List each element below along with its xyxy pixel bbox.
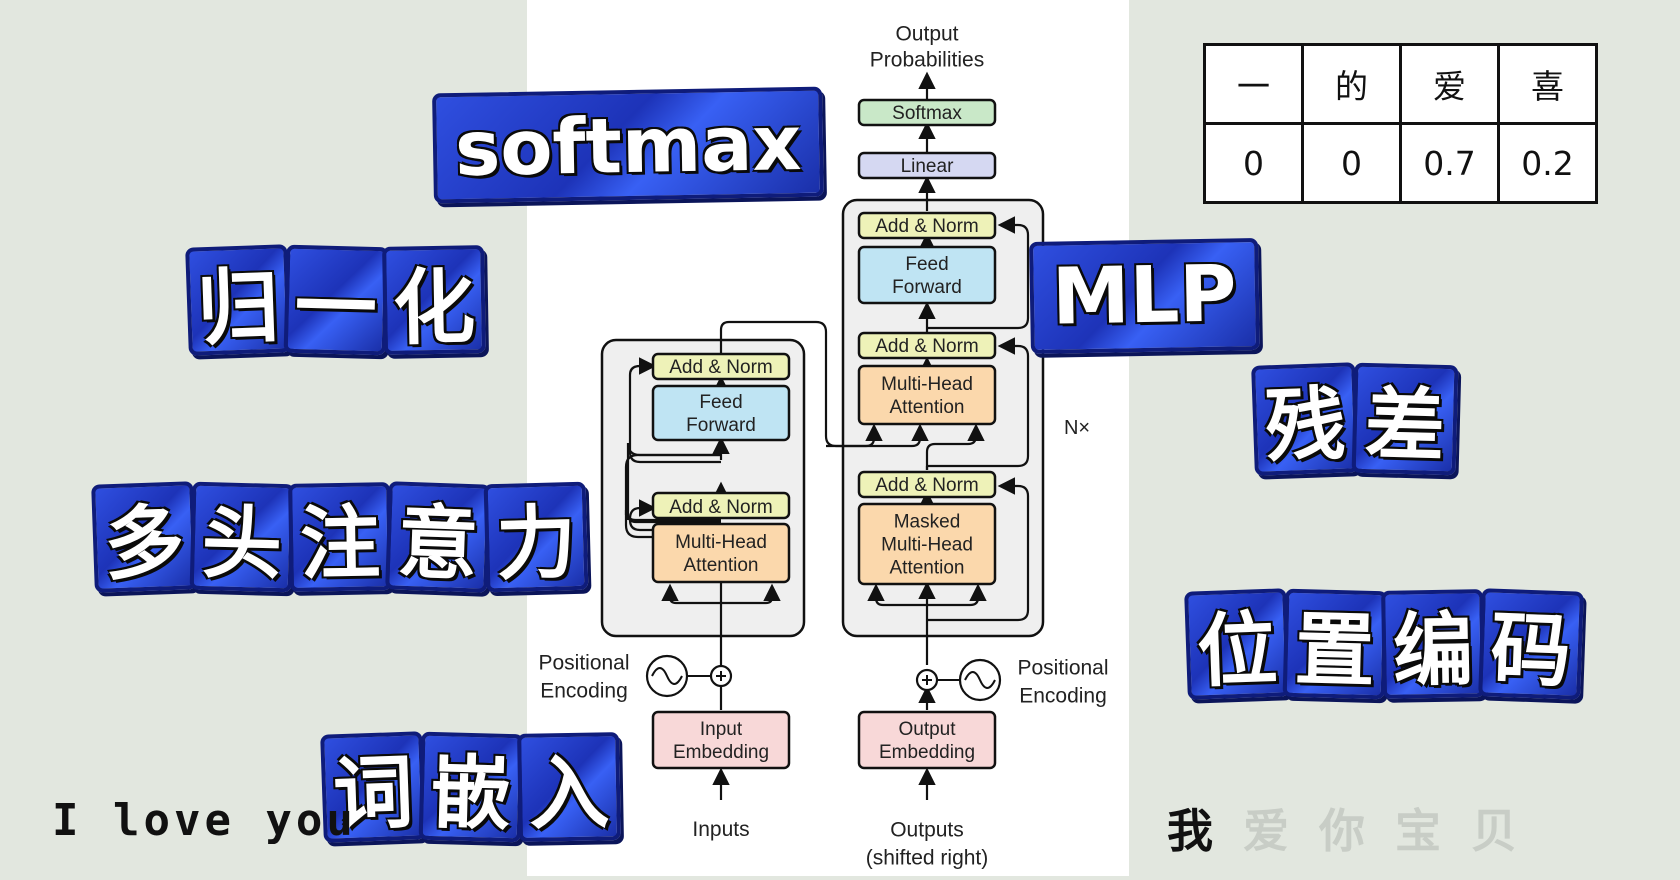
subtitle-english: I love you <box>52 795 357 846</box>
table-cell: 爱 <box>1399 43 1500 125</box>
softmax-text: Softmax <box>892 103 962 124</box>
subtitle-word: 你 <box>1319 804 1395 858</box>
decoder-add-norm-mid <box>857 331 997 360</box>
encoder-multi-head-attention-text: Attention <box>684 555 759 576</box>
label-tile: 编 <box>1381 589 1485 699</box>
decoder-masked-attention-text: Masked <box>894 512 961 533</box>
label-tile: 归 <box>185 244 291 357</box>
encoder-add-norm-top <box>651 352 791 381</box>
probability-table: 一 的 爱 喜 0 0 0.7 0.2 <box>1203 43 1598 204</box>
encoder-positional-encoding-text: Positional <box>538 651 629 674</box>
input-embedding <box>651 710 791 770</box>
decoder-feed-forward <box>857 245 997 305</box>
decoder-add-norm-top-text: Add & Norm <box>875 216 978 237</box>
outputs-text: Outputs <box>890 818 964 841</box>
decoder-positional-encoding-text: Positional <box>1017 656 1108 679</box>
output-probabilities-text: Probabilities <box>870 48 984 71</box>
encoder-feed-forward-text: Forward <box>686 415 756 436</box>
label-tile: 多 <box>91 481 197 593</box>
table-cell: 的 <box>1301 43 1402 125</box>
label-tile: 化 <box>382 245 486 356</box>
decoder-masked-attention <box>857 502 997 586</box>
encoder-add-norm-bottom-text: Add & Norm <box>669 497 772 518</box>
decoder-multi-head-attention <box>857 364 997 426</box>
multi-head-attention-label: 多头注意力 <box>91 481 589 593</box>
decoder-add-norm-mid-text: Add & Norm <box>875 336 978 357</box>
label-tile: softmax <box>432 86 825 204</box>
label-tile: 置 <box>1282 588 1388 700</box>
label-tile: 意 <box>385 481 491 593</box>
softmax-label: softmax <box>432 86 825 204</box>
table-cell: 一 <box>1203 43 1304 125</box>
table-header-row: 一 的 爱 喜 <box>1203 43 1598 125</box>
linear-box <box>857 151 997 180</box>
decoder-multi-head-attention-text: Multi-Head <box>881 374 973 395</box>
subtitle-word: 贝 <box>1471 804 1547 858</box>
subtitle-chinese: 我爱你宝贝 <box>1167 795 1547 861</box>
subtitle-word: 爱 <box>1243 804 1319 858</box>
label-tile: 头 <box>189 481 295 593</box>
input-embedding-text: Embedding <box>673 742 769 763</box>
decoder-feed-forward-text: Feed <box>905 254 948 275</box>
encoder-add-norm-top-text: Add & Norm <box>669 357 772 378</box>
normalization-label: 归一化 <box>185 244 486 357</box>
decoder-multi-head-attention-text: Attention <box>890 397 965 418</box>
table-cell: 0.7 <box>1399 122 1500 204</box>
output-probabilities-text: Output <box>895 22 958 45</box>
decoder-positional-encoding-text: Encoding <box>1019 684 1107 707</box>
decoder-add-norm-bottom <box>857 470 997 499</box>
label-tile: 差 <box>1351 362 1459 476</box>
encoder-block <box>600 338 806 638</box>
label-tile: 一 <box>283 244 389 357</box>
input-embedding-text: Input <box>700 719 743 740</box>
label-tile: 嵌 <box>418 731 524 843</box>
table-cell: 喜 <box>1497 43 1598 125</box>
label-tile: 入 <box>517 732 621 842</box>
output-embedding <box>857 710 997 770</box>
encoder-positional-encoding-text: Encoding <box>540 679 628 702</box>
label-tile: MLP <box>1029 238 1260 354</box>
word-embedding-label: 词嵌入 <box>320 731 621 843</box>
subtitle-word: 我 <box>1167 804 1243 858</box>
encoder-feed-forward <box>651 384 791 442</box>
inputs-text: Inputs <box>692 818 749 841</box>
label-tile: 力 <box>483 481 589 593</box>
label-tile: 残 <box>1251 362 1359 476</box>
decoder-nx-text: N× <box>1064 417 1090 439</box>
subtitle-word: 宝 <box>1395 804 1471 858</box>
encoder-feed-forward-text: Feed <box>699 392 742 413</box>
residual-label: 残差 <box>1251 362 1459 476</box>
encoder-add-norm-bottom <box>651 491 791 520</box>
label-tile: 注 <box>288 482 392 592</box>
output-embedding-text: Embedding <box>879 742 975 763</box>
table-cell: 0 <box>1301 122 1402 204</box>
label-tile: 码 <box>1478 588 1584 700</box>
table-cell: 0 <box>1203 122 1304 204</box>
decoder-add-norm-bottom-text: Add & Norm <box>875 475 978 496</box>
mlp-label: MLP <box>1029 238 1260 354</box>
decoder-feed-forward-text: Forward <box>892 277 962 298</box>
decoder-masked-attention-text: Attention <box>890 558 965 579</box>
table-cell: 0.2 <box>1497 122 1598 204</box>
encoder-multi-head-attention-text: Multi-Head <box>675 532 767 553</box>
encoder-multi-head-attention <box>651 522 791 584</box>
decoder-add-norm-top <box>857 211 997 240</box>
linear-text: Linear <box>901 156 954 177</box>
table-row: 0 0 0.7 0.2 <box>1203 122 1598 204</box>
output-embedding-text: Output <box>898 719 956 740</box>
outputs-text: (shifted right) <box>866 846 989 869</box>
decoder-masked-attention-text: Multi-Head <box>881 535 973 556</box>
label-tile: 位 <box>1184 588 1290 700</box>
softmax-box <box>857 98 997 127</box>
positional-encoding-label: 位置编码 <box>1184 588 1584 700</box>
